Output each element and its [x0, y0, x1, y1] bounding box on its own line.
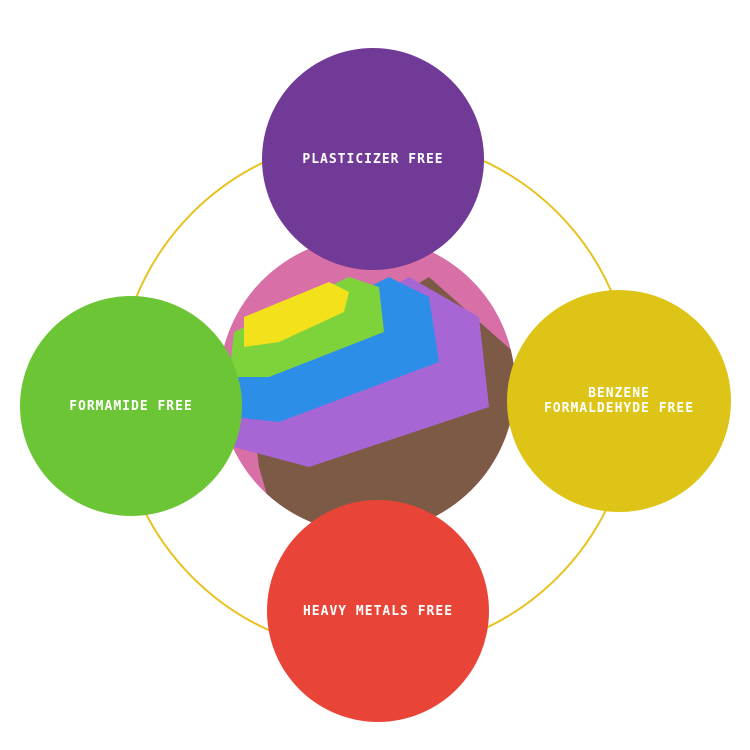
- feature-label: FORMAMIDE FREE: [69, 398, 193, 414]
- foam-puzzle-mats-image: [219, 237, 515, 533]
- feature-label: PLASTICIZER FREE: [302, 151, 444, 167]
- feature-heavy-metals-free: HEAVY METALS FREE: [267, 500, 489, 722]
- mat-layer-yellow: [244, 282, 349, 347]
- center-image-circle: [219, 237, 515, 533]
- feature-plasticizer-free: PLASTICIZER FREE: [262, 48, 484, 270]
- feature-label: BENZENE FORMALDEHYDE FREE: [534, 386, 704, 416]
- feature-formamide-free: FORMAMIDE FREE: [20, 296, 242, 516]
- feature-label: HEAVY METALS FREE: [302, 603, 454, 619]
- feature-label-line1: BENZENE: [588, 386, 650, 401]
- feature-label-line2: FORMALDEHYDE FREE: [543, 401, 695, 416]
- feature-benzene-formaldehyde-free: BENZENE FORMALDEHYDE FREE: [507, 290, 731, 512]
